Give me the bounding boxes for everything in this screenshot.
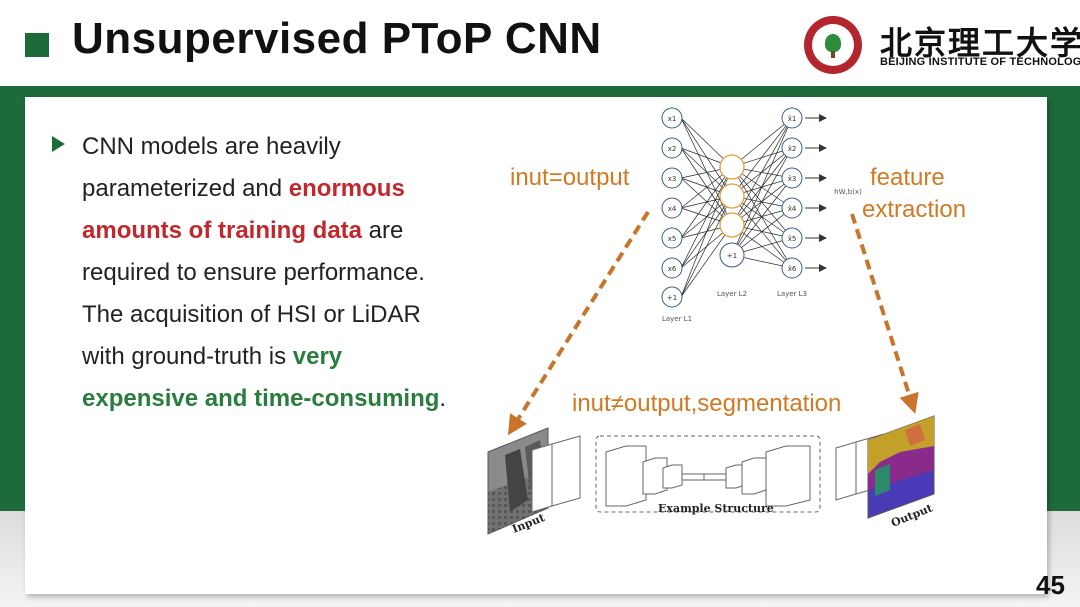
university-logo-icon <box>804 16 862 74</box>
hidden-bias-node <box>719 242 745 268</box>
output-node-label: x̂4 <box>788 205 797 213</box>
slide-header: Unsupervised PToP CNN 北京理工大学 BEIJING INS… <box>0 0 1080 86</box>
highlight-enormous-data: enormous amounts of training data <box>82 175 405 244</box>
bullet-text-part2: are required to ensure performance. The … <box>82 217 425 370</box>
bullet-arrow-icon <box>52 136 65 152</box>
function-label: hW,b(x) <box>834 188 862 196</box>
university-name-en: BEIJING INSTITUTE OF TECHNOLOGY <box>880 56 1080 68</box>
input-node <box>661 107 683 129</box>
example-structure-box <box>595 435 821 513</box>
highlight-expensive: very expensive and time-consuming <box>82 343 440 412</box>
input-node-label: x4 <box>668 205 677 213</box>
segnet-figure <box>487 415 935 535</box>
segmentation-label: inut≠output,segmentation <box>572 390 842 417</box>
encoder-block <box>531 443 553 513</box>
input-node <box>661 197 683 219</box>
output-node <box>781 197 803 219</box>
structure-blocks <box>605 445 811 507</box>
dashed-arrow-left <box>507 210 650 436</box>
output-layer: x̂1 x̂2 x̂3 x̂4 x̂5 x̂6 <box>781 107 803 279</box>
logo-tree-icon <box>825 34 841 52</box>
hidden-node <box>719 183 745 209</box>
output-node-label: x̂2 <box>788 145 797 153</box>
hidden-layer: +1 <box>719 154 745 268</box>
input-node-label: x6 <box>668 265 677 273</box>
output-node-label: x̂3 <box>788 175 797 183</box>
layer-l1-label: Layer L1 <box>662 315 692 323</box>
input-bias-node <box>661 286 683 308</box>
bullet-text-part1: CNN models are heavily parameterized and <box>82 133 341 202</box>
input-node <box>661 137 683 159</box>
dashed-arrow-right <box>850 213 919 414</box>
title-square-icon <box>25 33 49 57</box>
university-name-cn: 北京理工大学 <box>880 24 1080 62</box>
output-arrows <box>805 114 827 272</box>
output-node <box>781 167 803 189</box>
hidden-bias-label: +1 <box>727 252 737 260</box>
layer-l2-label: Layer L2 <box>717 290 747 298</box>
page-number: 45 <box>1036 570 1065 600</box>
input-node <box>661 257 683 279</box>
input-node <box>661 227 683 249</box>
logo-trunk <box>831 51 835 58</box>
logo-inner <box>812 24 854 66</box>
output-node-label: x̂6 <box>788 265 797 273</box>
input-node-label: x2 <box>668 145 677 153</box>
decoder-block <box>835 441 857 501</box>
output-node <box>781 137 803 159</box>
input-node-label: x5 <box>668 235 677 243</box>
encoder-block <box>551 435 581 507</box>
bullet-text: CNN models are heavily parameterized and… <box>82 126 462 420</box>
output-node <box>781 227 803 249</box>
input-node-label: x3 <box>668 175 677 183</box>
connections-l1-l2 <box>680 117 733 298</box>
feature-label: feature <box>870 164 945 191</box>
input-bias-label: +1 <box>667 294 677 302</box>
hidden-node <box>719 212 745 238</box>
connections-l2-l3 <box>731 117 793 269</box>
inut-output-label: inut=output <box>510 164 630 191</box>
output-node-label: x̂1 <box>788 115 797 123</box>
output-segmentation-image <box>867 415 935 519</box>
hidden-node <box>719 154 745 180</box>
extraction-label: extraction <box>862 196 967 223</box>
output-node-label: x̂5 <box>788 235 797 243</box>
output-node <box>781 257 803 279</box>
input-node <box>661 167 683 189</box>
input-node-label: x1 <box>668 115 677 123</box>
layer-l3-label: Layer L3 <box>777 290 807 298</box>
input-layer: x1 x2 x3 x4 x5 x6 +1 <box>661 107 683 308</box>
bullet-text-part3: . <box>439 385 447 412</box>
output-node <box>781 107 803 129</box>
example-structure-label: Example Structure <box>658 502 774 515</box>
slide-title: Unsupervised PToP CNN <box>72 14 602 63</box>
